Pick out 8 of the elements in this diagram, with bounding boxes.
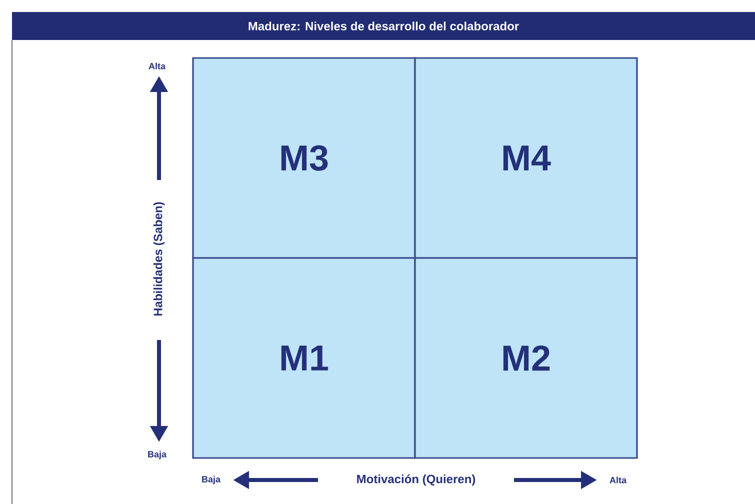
quadrant-box: M4 — [414, 57, 638, 259]
axis-label: Habilidades (Saben) — [153, 202, 165, 316]
axis-label: Motivación (Quieren) — [357, 474, 476, 486]
title-bar: Madurez: Niveles de desarrollo del colaborador — [12, 12, 755, 40]
quadrant-box: M2 — [414, 257, 638, 459]
quadrant-box: M3 — [192, 57, 416, 259]
axis-label: Baja — [202, 476, 221, 484]
quadrant-box: M1 — [192, 257, 416, 459]
